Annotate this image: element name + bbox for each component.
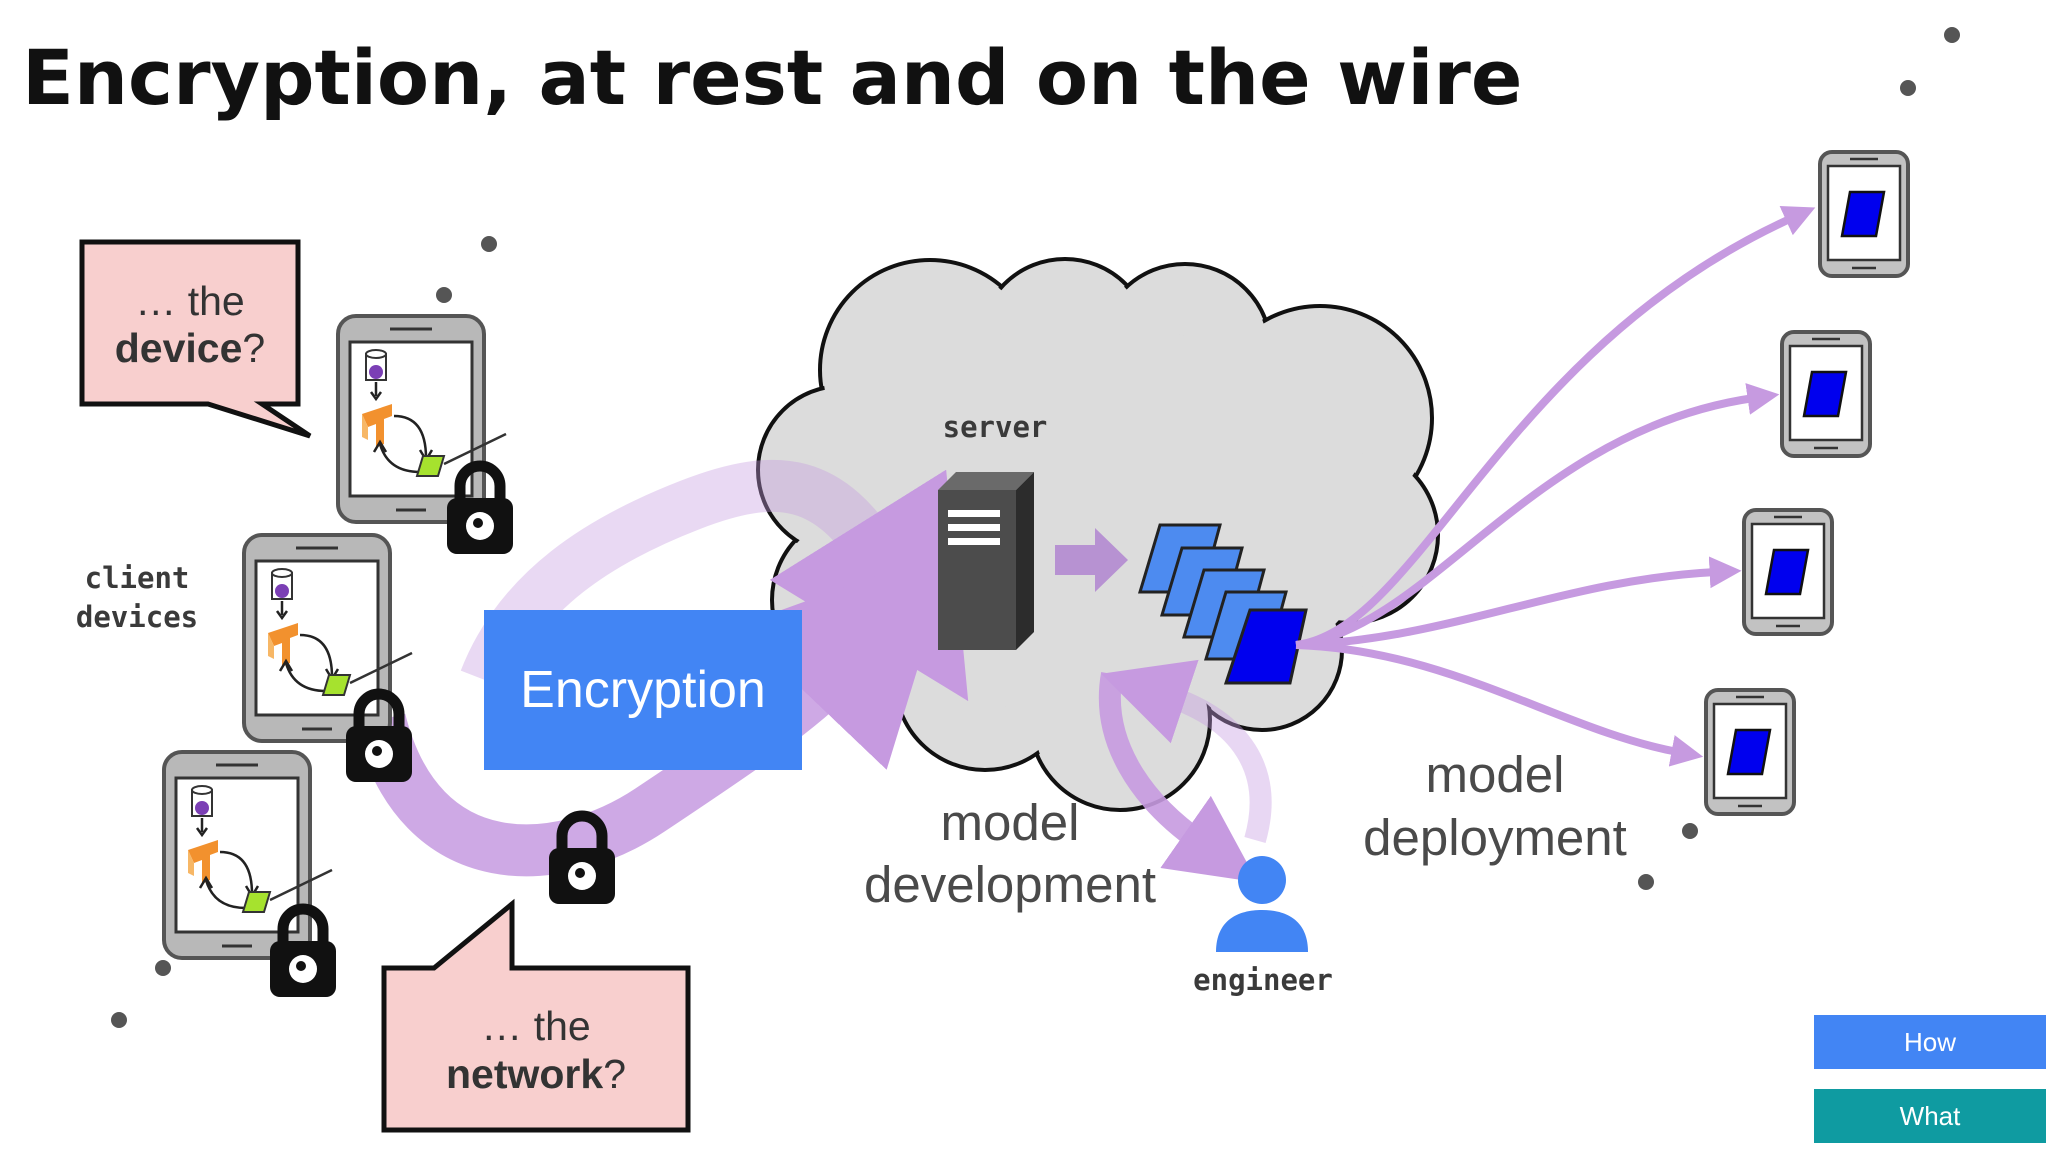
- device-callout-bold: device: [115, 325, 243, 371]
- deployed-phone-1: [1818, 150, 1910, 278]
- network-callout-suffix: ?: [603, 1051, 626, 1097]
- client-phone-2: [242, 533, 414, 743]
- page-title: Encryption, at rest and on the wire: [22, 33, 1522, 122]
- upload-flow-arrow: [460, 459, 969, 702]
- device-callout: … the device?: [79, 239, 312, 439]
- client-phone-1: [336, 314, 508, 524]
- device-callout-prefix: … the: [135, 278, 244, 324]
- model-deployment-label-line2: deployment: [1363, 809, 1627, 866]
- network-callout: … the network?: [381, 898, 691, 1133]
- person-icon: [1216, 856, 1308, 952]
- what-button[interactable]: What: [1814, 1089, 2046, 1143]
- client-phone-3: [162, 750, 334, 960]
- model-development-label-line2: development: [864, 856, 1156, 913]
- server-label: server: [943, 410, 1048, 444]
- engineer-label: engineer: [1193, 963, 1333, 997]
- network-callout-prefix: … the: [481, 1003, 590, 1049]
- network-callout-bold: network: [446, 1051, 603, 1097]
- network-callout-question: network?: [446, 1051, 626, 1097]
- device-callout-question: device?: [115, 325, 265, 371]
- deployed-phone-3: [1742, 508, 1834, 636]
- how-button[interactable]: How: [1814, 1015, 2046, 1069]
- deployment-arrows: [1295, 206, 1816, 767]
- from-engineer-arrow: [1101, 659, 1272, 844]
- model-deployment-label-line1: model: [1426, 746, 1565, 803]
- model-development-label-line1: model: [941, 794, 1080, 851]
- server-icon: [938, 472, 1034, 650]
- encryption-label: Encryption: [520, 661, 766, 719]
- client-devices-label-line2: devices: [76, 600, 198, 634]
- encryption-box: Encryption: [484, 610, 802, 770]
- device-callout-suffix: ?: [242, 325, 265, 371]
- client-devices-label-line1: client: [85, 561, 190, 595]
- decorative-dots: [111, 27, 1960, 1028]
- deployed-phone-2: [1780, 330, 1872, 458]
- model-stack-icon: [1137, 523, 1308, 685]
- deployed-phone-4: [1704, 688, 1796, 816]
- server-to-model-arrow: [1055, 528, 1128, 592]
